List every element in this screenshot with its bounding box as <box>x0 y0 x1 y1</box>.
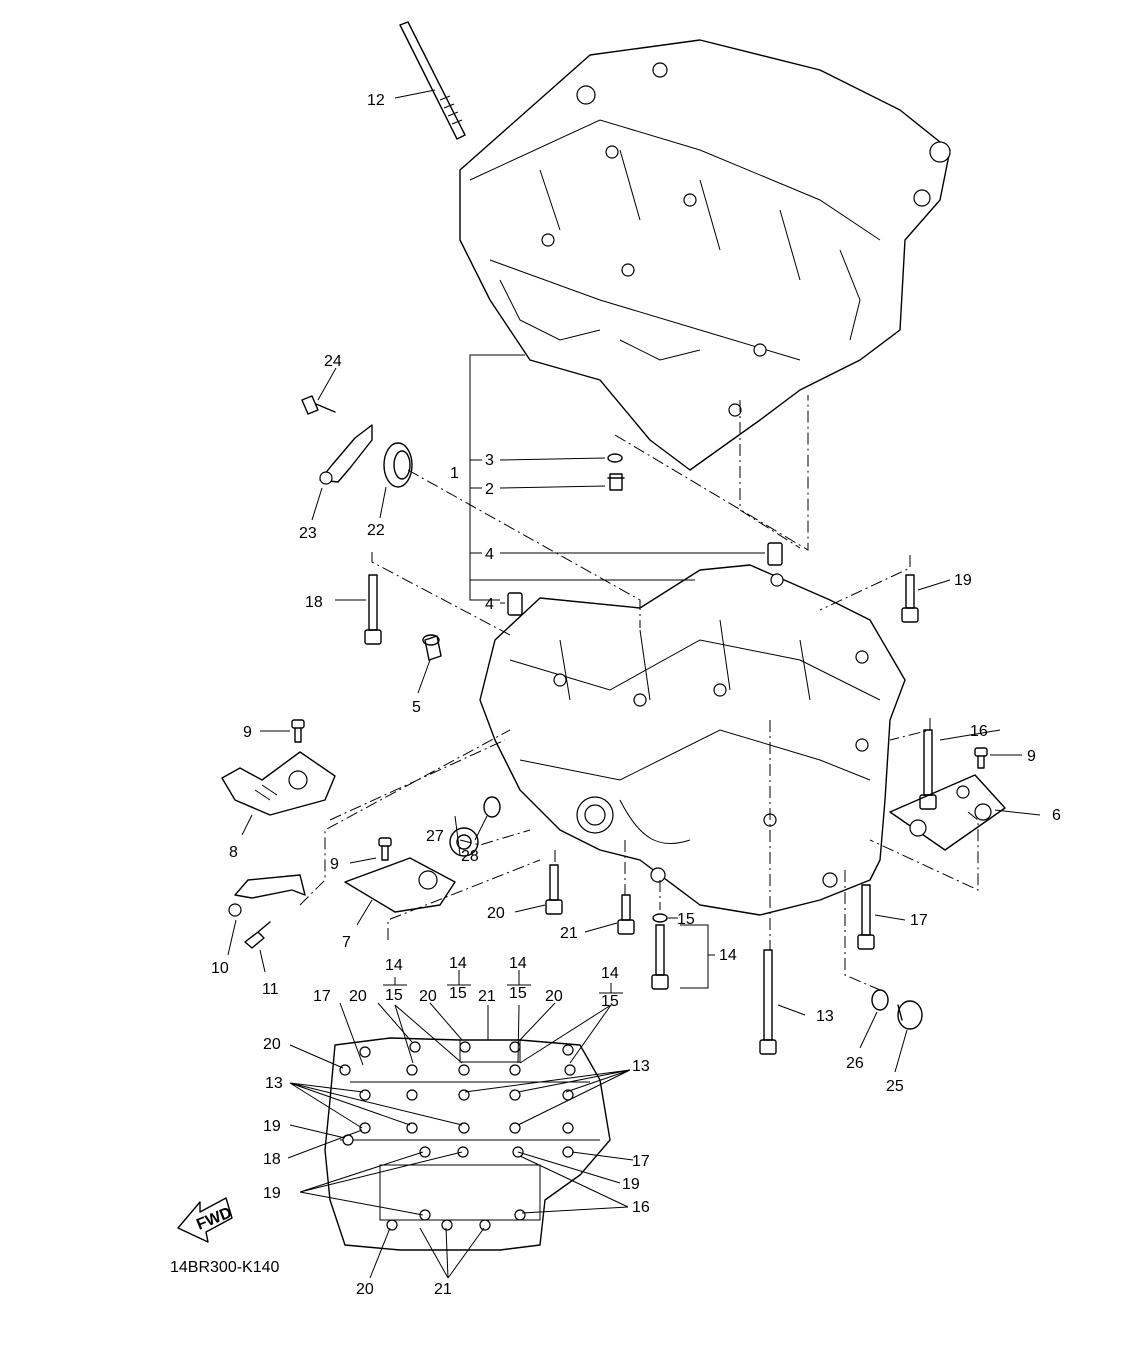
bolt-21 <box>617 894 635 935</box>
bracket-23 <box>319 424 373 485</box>
callout-15c: 15 <box>449 985 467 1002</box>
crankcase-bottom-view <box>324 1037 611 1251</box>
callout-26: 26 <box>846 1055 864 1072</box>
callout-3: 3 <box>485 452 494 469</box>
callout-14d: 14 <box>509 955 527 972</box>
bolt-13 <box>759 949 777 1055</box>
callout-6: 6 <box>1052 807 1061 824</box>
callout-20d: 20 <box>545 988 563 1005</box>
callout-17c: 17 <box>632 1153 650 1170</box>
cover-6 <box>889 774 1006 851</box>
leader-lines <box>227 89 1041 1279</box>
callout-19a: 19 <box>954 572 972 589</box>
callout-14a: 14 <box>719 947 737 964</box>
o-ring-3 <box>607 453 623 463</box>
callout-19b: 19 <box>263 1118 281 1135</box>
gasket-28 <box>483 796 501 818</box>
callout-14c: 14 <box>449 955 467 972</box>
bolt-9b <box>378 837 392 861</box>
lower-crankcase <box>479 564 906 916</box>
callout-17a: 17 <box>910 912 928 929</box>
callout-13b: 13 <box>265 1075 283 1092</box>
bracket-line-14-15 <box>680 924 715 989</box>
callout-20b: 20 <box>349 988 367 1005</box>
callout-14b: 14 <box>385 957 403 974</box>
bolt-16 <box>919 729 937 810</box>
callout-8: 8 <box>229 844 238 861</box>
cover-7 <box>344 857 456 913</box>
bolt-19 <box>901 574 919 623</box>
callout-20c: 20 <box>419 988 437 1005</box>
callout-9a: 9 <box>243 724 252 741</box>
bracket-line-1 <box>469 354 695 601</box>
callout-2: 2 <box>485 481 494 498</box>
callout-16a: 16 <box>970 723 988 740</box>
callout-20a: 20 <box>487 905 505 922</box>
bolt-24 <box>301 395 336 415</box>
forward-arrow-icon: FWD <box>177 1197 234 1243</box>
callout-18b: 18 <box>263 1151 281 1168</box>
plug-5 <box>422 634 442 661</box>
callout-21b: 21 <box>478 988 496 1005</box>
bracket-10 <box>228 874 306 917</box>
callout-15d: 15 <box>509 985 527 1002</box>
callout-22: 22 <box>367 522 385 539</box>
callout-10: 10 <box>211 960 229 977</box>
callout-15e: 15 <box>601 993 619 1010</box>
callout-12: 12 <box>367 92 385 109</box>
washer-15 <box>652 913 668 923</box>
callout-23: 23 <box>299 525 317 542</box>
dowel-pin-4a <box>767 542 783 566</box>
callout-19c: 19 <box>263 1185 281 1202</box>
callout-21c: 21 <box>434 1281 452 1298</box>
bolt-9c <box>974 747 988 769</box>
bolt-17 <box>857 884 875 950</box>
callout-13a: 13 <box>816 1008 834 1025</box>
drain-plug-25 <box>897 1000 923 1030</box>
callout-7: 7 <box>342 934 351 951</box>
callout-1: 1 <box>450 465 459 482</box>
bolt-18 <box>364 574 382 645</box>
callout-4b: 4 <box>485 596 494 613</box>
alignment-lines <box>299 395 979 991</box>
bolt-20 <box>545 864 563 915</box>
callout-18a: 18 <box>305 594 323 611</box>
callout-25: 25 <box>886 1078 904 1095</box>
callout-5: 5 <box>412 699 421 716</box>
callout-28: 28 <box>461 848 479 865</box>
bolt-9a <box>291 719 305 743</box>
callout-13c: 13 <box>632 1058 650 1075</box>
upper-crankcase <box>459 39 951 471</box>
gasket-26 <box>871 989 889 1011</box>
diagram-code: 14BR300-K140 <box>170 1259 280 1276</box>
callout-24: 24 <box>324 353 342 370</box>
plug-27 <box>449 827 479 857</box>
callout-20e: 20 <box>263 1036 281 1053</box>
callout-20f: 20 <box>356 1281 374 1298</box>
bolt-11 <box>244 921 271 949</box>
callouts: 1 2 3 4 4 5 6 7 8 9 9 9 10 11 12 13 13 1… <box>211 92 1061 1298</box>
bolt-14 <box>651 924 669 990</box>
callout-11: 11 <box>262 981 279 998</box>
callout-19d: 19 <box>622 1176 640 1193</box>
callout-16b: 16 <box>632 1199 650 1216</box>
callout-21a: 21 <box>560 925 578 942</box>
nozzle-2 <box>607 473 625 491</box>
callout-27: 27 <box>426 828 444 845</box>
callout-14e: 14 <box>601 965 619 982</box>
oil-seal-22 <box>383 442 413 488</box>
stud-bolt-12 <box>399 21 466 140</box>
cover-8 <box>221 751 336 816</box>
callout-15a: 15 <box>677 911 695 928</box>
dowel-pin-4b <box>507 592 523 616</box>
callout-9c: 9 <box>1027 748 1036 765</box>
callout-17b: 17 <box>313 988 331 1005</box>
callout-15b: 15 <box>385 987 403 1004</box>
callout-9b: 9 <box>330 856 339 873</box>
callout-4a: 4 <box>485 546 494 563</box>
